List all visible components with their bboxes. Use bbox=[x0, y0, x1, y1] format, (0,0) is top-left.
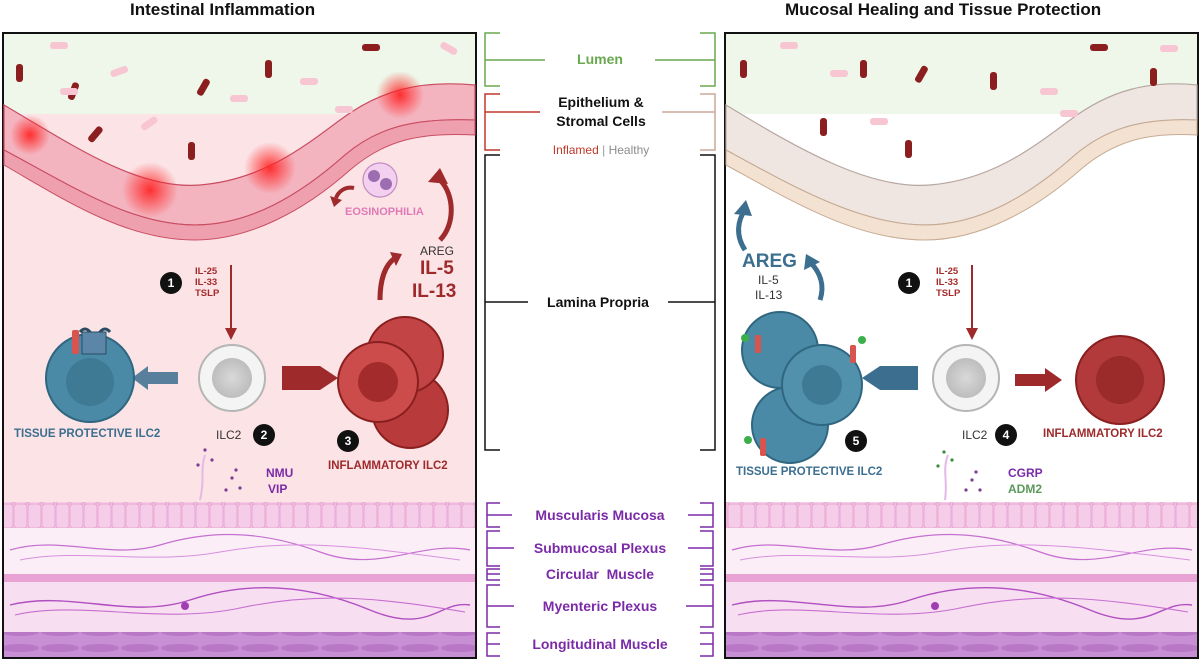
right-cytokine-list: IL-25 IL-33 TSLP bbox=[936, 266, 960, 299]
left-step3-badge: 3 bbox=[337, 430, 359, 452]
inflamed-healthy-legend: Inflamed | Healthy bbox=[538, 143, 664, 157]
right-inflammatory-ilc2-label: INFLAMMATORY ILC2 bbox=[1043, 428, 1163, 440]
layer-lumen: Lumen bbox=[577, 51, 623, 67]
left-ilc2-label: ILC2 bbox=[216, 428, 242, 442]
left-cytokine-il33: IL-33 bbox=[195, 277, 218, 288]
right-step5-badge: 5 bbox=[845, 430, 867, 452]
legend-healthy: Healthy bbox=[608, 143, 650, 157]
layer-submucosal-plexus: Submucosal Plexus bbox=[533, 540, 667, 556]
left-step2-badge: 2 bbox=[253, 424, 275, 446]
layer-lamina-propria: Lamina Propria bbox=[547, 294, 649, 310]
left-panel-art bbox=[2, 32, 477, 659]
legend-separator: | bbox=[602, 143, 606, 157]
right-step1-badge: 1 bbox=[898, 272, 920, 294]
right-neuropeptide-adm2: ADM2 bbox=[1008, 482, 1043, 496]
left-panel-title: Intestinal Inflammation bbox=[130, 0, 316, 19]
left-areg-label: AREG bbox=[420, 244, 455, 258]
left-protective-ilc2-label: TISSUE PROTECTIVE ILC2 bbox=[14, 428, 161, 440]
right-panel-art bbox=[724, 32, 1199, 659]
right-panel-title: Mucosal Healing and Tissue Protection bbox=[785, 0, 1102, 19]
layer-circular-muscle: Circular Muscle bbox=[545, 566, 655, 582]
right-cytokine-il33: IL-33 bbox=[936, 277, 959, 288]
left-neuropeptide-nmu: NMU bbox=[266, 466, 294, 480]
layer-myenteric-plexus: Myenteric Plexus bbox=[542, 598, 658, 614]
left-cytokine-il25: IL-25 bbox=[195, 266, 218, 277]
left-il5-label: IL-5 bbox=[420, 258, 454, 279]
left-inflammatory-ilc2-label: INFLAMMATORY ILC2 bbox=[328, 460, 448, 472]
left-neuropeptide-vip: VIP bbox=[268, 482, 288, 496]
left-il13-label: IL-13 bbox=[412, 281, 457, 302]
layer-longitudinal-muscle: Longitudinal Muscle bbox=[532, 636, 668, 652]
right-ilc2-label: ILC2 bbox=[962, 428, 988, 442]
right-il13-label: IL-13 bbox=[755, 288, 783, 302]
left-step1-badge: 1 bbox=[160, 272, 182, 294]
layer-muscularis-mucosa: Muscularis Mucosa bbox=[535, 507, 665, 523]
right-step4-badge: 4 bbox=[995, 424, 1017, 446]
right-cytokine-il25: IL-25 bbox=[936, 266, 959, 277]
left-cytokine-list: IL-25 IL-33 TSLP bbox=[195, 266, 219, 299]
center-brackets bbox=[484, 32, 716, 657]
layer-epithelium-line1: Epithelium & bbox=[558, 94, 644, 110]
left-eosinophilia-label: EOSINOPHILIA bbox=[345, 206, 424, 218]
right-neuropeptide-cgrp: CGRP bbox=[1008, 466, 1043, 480]
legend-inflamed: Inflamed bbox=[552, 143, 599, 157]
right-il5-label: IL-5 bbox=[758, 273, 779, 287]
right-areg-label: AREG bbox=[742, 251, 797, 272]
right-cytokine-tslp: TSLP bbox=[936, 288, 961, 299]
right-protective-ilc2-label: TISSUE PROTECTIVE ILC2 bbox=[736, 466, 883, 478]
left-cytokine-tslp: TSLP bbox=[195, 288, 220, 299]
layer-epithelium-line2: Stromal Cells bbox=[556, 113, 646, 129]
